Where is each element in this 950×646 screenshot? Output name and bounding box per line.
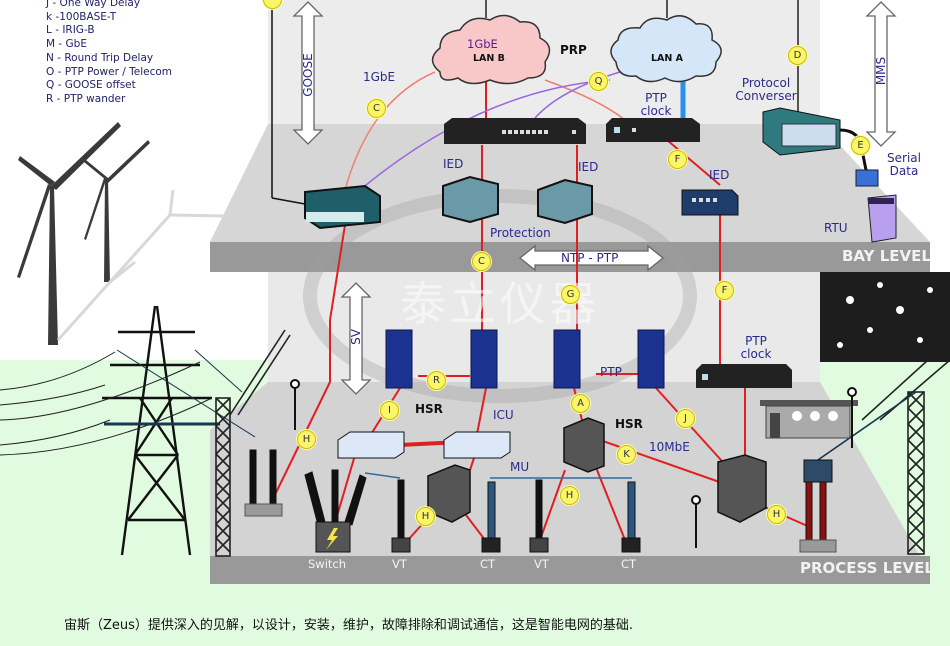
ptp-label: PTP xyxy=(600,365,622,379)
lan-b-label: LAN B xyxy=(473,53,505,64)
bay-server-icon xyxy=(304,184,381,230)
badge-g: G xyxy=(561,285,580,304)
legend-item: R - PTP wander xyxy=(46,92,126,105)
ptp-clock-process-icon xyxy=(696,364,792,388)
badge-k: K xyxy=(617,445,636,464)
goose-arrow xyxy=(292,1,324,145)
rtu-label: RTU xyxy=(824,221,848,235)
ptp-clock-top-label: PTP clock xyxy=(640,91,672,118)
legend-item: N - Round Trip Delay xyxy=(46,51,154,64)
equipment-label: VT xyxy=(392,557,407,571)
ntp-ptp-label: NTP - PTP xyxy=(561,251,619,265)
power-lines xyxy=(0,349,256,456)
legend-item: M - GbE xyxy=(46,38,87,51)
badge-i: I xyxy=(380,401,399,420)
legend-item: J - One Way Delay xyxy=(46,0,141,9)
control-building-icon xyxy=(760,400,858,439)
mu-label: MU xyxy=(510,460,530,474)
badge-h: H xyxy=(416,507,435,526)
lan-a-cloud-icon xyxy=(610,15,722,83)
badge-c: C xyxy=(472,252,491,271)
process-switch-icons xyxy=(385,329,665,389)
ground-strip xyxy=(0,590,950,646)
mms-arrow xyxy=(865,1,897,147)
lightning-icon xyxy=(326,528,338,550)
prp-links xyxy=(344,71,626,191)
equipment-label: CT xyxy=(480,557,496,571)
hsr-unit-icons xyxy=(337,431,511,459)
lan-b-speed-label: 1GbE xyxy=(467,37,498,51)
insulator-icons xyxy=(244,449,837,553)
badge-h: H xyxy=(767,505,786,524)
equipment-label: Switch xyxy=(308,557,347,571)
legend-item: k -100BASE-T xyxy=(46,10,117,23)
process-level-label: PROCESS LEVEL xyxy=(800,559,934,577)
badge-d: D xyxy=(788,46,807,65)
lan-a-label: LAN A xyxy=(651,53,684,64)
badge-q: Q xyxy=(589,72,608,91)
badge-r: R xyxy=(427,371,446,390)
watermark-ring xyxy=(303,189,697,403)
caption: 宙斯（Zeus）提供深入的见解，以设计，安装，维护，故障排除和调试通信，这是智能… xyxy=(64,618,634,633)
ptp-clock-top-icon xyxy=(606,118,700,142)
prp-label: PRP xyxy=(560,43,587,57)
legend-item: O - PTP Power / Telecom xyxy=(46,65,172,78)
equipment-label: VT xyxy=(534,557,549,571)
legend: J - One Way Delay k -100BASE-T L - IRIG-… xyxy=(46,0,172,107)
hsr-left-label: HSR xyxy=(415,402,443,416)
trees-icon xyxy=(820,272,950,362)
lamp-post-icon xyxy=(290,379,857,548)
10mbe-label: 10MbE xyxy=(649,440,690,454)
badge-h: H xyxy=(560,486,579,505)
badge-a: A xyxy=(571,394,590,413)
sv-arrow xyxy=(340,282,372,395)
hsr-right-label: HSR xyxy=(615,417,643,431)
badge-h: H xyxy=(297,430,316,449)
equipment-label: CT xyxy=(621,557,637,571)
ied-right-icon xyxy=(537,178,593,225)
ied-left-icon xyxy=(442,175,499,224)
serial-data-label: Serial Data xyxy=(887,151,921,178)
ied-left-label: IED xyxy=(443,157,464,171)
gantry-left-icon xyxy=(215,329,291,557)
mms-label: MMS xyxy=(874,56,888,86)
badge-c: C xyxy=(367,99,386,118)
legend-item: Q - GOOSE offset xyxy=(46,79,136,92)
rtu-icon xyxy=(855,169,897,243)
goose-label: GOOSE xyxy=(301,53,315,97)
protection-label: Protection xyxy=(490,226,551,240)
wind-turbine-icon xyxy=(17,122,150,345)
network-switch-icon xyxy=(444,118,586,144)
badge-e: E xyxy=(851,136,870,155)
badge-f: F xyxy=(668,150,687,169)
ied-far-label: IED xyxy=(709,168,730,182)
watermark: 泰立仪器 xyxy=(400,277,600,331)
badge-j: J xyxy=(676,409,695,428)
merging-unit-icons xyxy=(427,417,767,523)
protocol-converter-icon xyxy=(762,107,841,156)
legend-item: L - IRIG-B xyxy=(46,24,95,37)
ntp-ptp-arrow xyxy=(518,244,665,272)
link-speed-label: 1GbE xyxy=(363,70,396,84)
badge-f: F xyxy=(715,281,734,300)
bay-level-label: BAY LEVEL xyxy=(842,247,931,265)
ied-far-icon xyxy=(681,189,739,216)
icu-label: ICU xyxy=(493,408,514,422)
wind-turbine-shadow xyxy=(56,189,226,342)
ptp-clock-process-label: PTP clock xyxy=(740,334,772,361)
ied-right-label: IED xyxy=(578,160,599,174)
process-platform-edge xyxy=(210,556,930,584)
protocol-converter-label: Protocol Converser xyxy=(735,76,797,103)
lan-b-cloud-icon xyxy=(431,14,551,85)
red-links xyxy=(269,78,813,541)
sv-label: SV xyxy=(349,329,363,345)
